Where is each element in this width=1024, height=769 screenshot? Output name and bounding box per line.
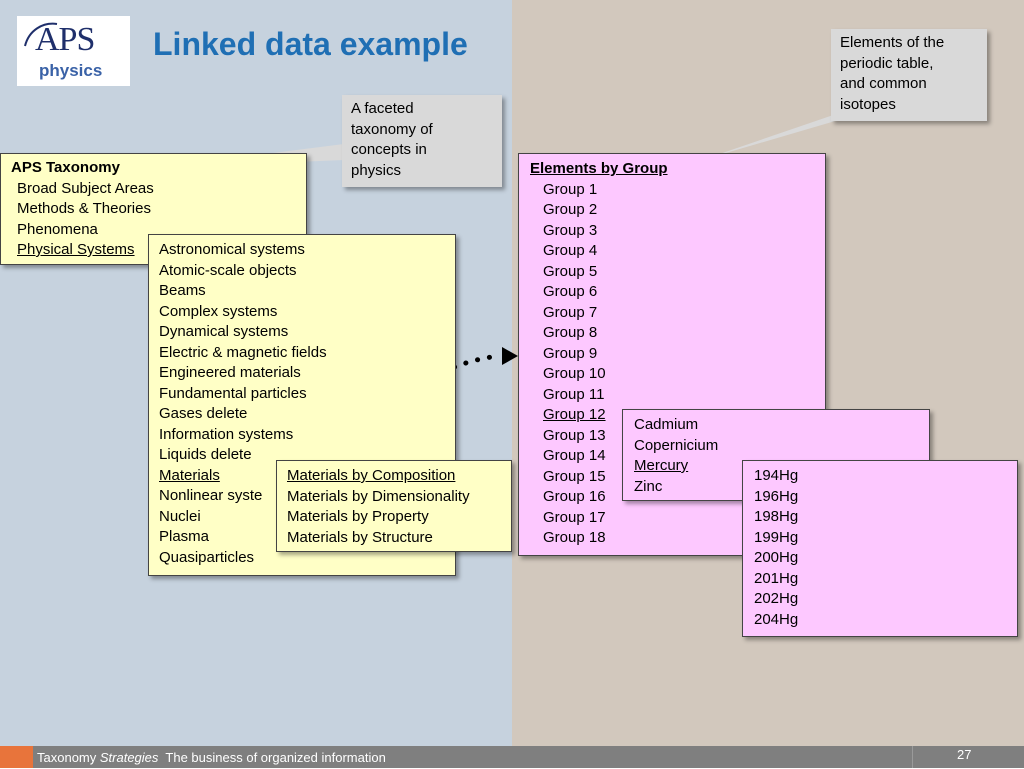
element-item[interactable]: Zinc (634, 477, 663, 495)
callout-line: periodic table, (840, 54, 934, 72)
group-item[interactable]: Group 5 (543, 262, 598, 280)
group-item[interactable]: Group 13 (543, 426, 606, 444)
physical-system-item[interactable]: Atomic-scale objects (159, 261, 297, 279)
group-item[interactable]: Group 18 (543, 529, 606, 546)
callout-line: concepts in (351, 141, 427, 158)
group-item[interactable]: Group 10 (543, 365, 606, 382)
page-number: 27 (957, 747, 972, 762)
footer-brand-strategies: Strategies (99, 750, 159, 765)
group-list: Group 1 Group 2 Group 3 Group 4 Group 5 … (530, 180, 825, 549)
periodic-callout: Elements of the periodic table, and comm… (831, 29, 987, 121)
group-item[interactable]: Group 7 (543, 303, 598, 321)
group-item[interactable]: Group 3 (543, 221, 598, 239)
taxonomy-callout: A faceted taxonomy of concepts in physic… (342, 95, 502, 187)
isotope-item[interactable]: 204Hg (754, 610, 799, 628)
physical-system-item[interactable]: Quasiparticles (159, 548, 255, 566)
physical-system-item[interactable]: Electric & magnetic fields (159, 343, 327, 361)
physical-system-item[interactable]: Engineered materials (159, 364, 301, 381)
taxonomy-item-broad-subject-areas[interactable]: Broad Subject Areas (17, 179, 154, 197)
physical-system-item[interactable]: Plasma (159, 528, 210, 545)
group-item[interactable]: Group 15 (543, 467, 606, 485)
callout-line: physics (351, 161, 402, 179)
slide-footer: Taxonomy Strategies The business of orga… (0, 746, 1024, 768)
materials-item[interactable]: Materials by Structure (287, 528, 433, 546)
physical-system-item[interactable]: Information systems (159, 425, 294, 443)
elements-by-group-heading: Elements by Group (530, 160, 668, 177)
aps-taxonomy-heading: APS Taxonomy (11, 159, 120, 176)
physical-system-item[interactable]: Beams (159, 282, 206, 299)
group-item[interactable]: Group 17 (543, 508, 606, 526)
logo-aps-text: APS (35, 21, 95, 58)
group-item[interactable]: Group 1 (543, 180, 598, 198)
footer-tagline: The business of organized information (158, 750, 386, 765)
callout-line: taxonomy of (351, 120, 433, 138)
group-item[interactable]: Group 9 (543, 344, 598, 362)
element-item[interactable]: Copernicium (634, 436, 719, 454)
materials-box: Materials by Composition Materials by Di… (276, 460, 512, 552)
isotope-item[interactable]: 199Hg (754, 528, 799, 546)
physical-system-item[interactable]: Nonlinear syste (159, 487, 263, 504)
logo-physics-text: physics (39, 61, 103, 80)
physical-system-item[interactable]: Astronomical systems (159, 241, 305, 258)
taxonomy-item-methods-theories[interactable]: Methods & Theories (17, 200, 151, 217)
isotope-item[interactable]: 201Hg (754, 569, 799, 587)
element-item[interactable]: Cadmium (634, 416, 699, 433)
footer-brand: Taxonomy Strategies The business of orga… (37, 747, 386, 769)
materials-item[interactable]: Materials by Dimensionality (287, 487, 470, 505)
isotope-item[interactable]: 198Hg (754, 508, 799, 525)
footer-brand-taxonomy: Taxonomy (37, 750, 100, 765)
group-item[interactable]: Group 2 (543, 201, 598, 218)
taxonomy-item-phenomena[interactable]: Phenomena (17, 220, 98, 238)
callout-line: A faceted (351, 100, 414, 117)
isotope-item[interactable]: 200Hg (754, 549, 799, 566)
physical-system-item[interactable]: Nuclei (159, 507, 201, 525)
group-item[interactable]: Group 14 (543, 447, 606, 464)
callout-line: isotopes (840, 95, 896, 113)
physical-system-item[interactable]: Dynamical systems (159, 323, 289, 340)
aps-physics-logo: APS physics (17, 16, 130, 86)
group-item[interactable]: Group 4 (543, 242, 598, 259)
group-item[interactable]: Group 16 (543, 488, 606, 505)
callout-line: Elements of the (840, 34, 945, 51)
physical-system-item[interactable]: Liquids delete (159, 446, 252, 463)
isotope-item[interactable]: 202Hg (754, 590, 799, 607)
slide-title: Linked data example (153, 26, 468, 62)
physical-system-item-materials[interactable]: Materials (159, 466, 220, 484)
group-item[interactable]: Group 8 (543, 324, 598, 341)
element-item-mercury[interactable]: Mercury (634, 457, 689, 474)
isotope-item[interactable]: 194Hg (754, 467, 799, 484)
callout-line: and common (840, 75, 927, 92)
materials-item[interactable]: Materials by Property (287, 508, 429, 525)
materials-item-composition[interactable]: Materials by Composition (287, 467, 456, 484)
physical-system-item[interactable]: Fundamental particles (159, 384, 307, 402)
physical-system-item[interactable]: Gases delete (159, 405, 248, 422)
footer-emblem-icon (0, 746, 33, 768)
physical-system-item[interactable]: Complex systems (159, 302, 278, 320)
footer-divider (912, 746, 913, 768)
mercury-isotopes-box: 194Hg 196Hg 198Hg 199Hg 200Hg 201Hg 202H… (742, 460, 1018, 637)
group-item-12[interactable]: Group 12 (543, 406, 606, 423)
group-item[interactable]: Group 11 (543, 385, 605, 403)
isotope-item[interactable]: 196Hg (754, 487, 799, 505)
group-item[interactable]: Group 6 (543, 283, 598, 300)
taxonomy-item-physical-systems[interactable]: Physical Systems (17, 241, 135, 258)
logo-swoosh-icon (24, 22, 58, 47)
